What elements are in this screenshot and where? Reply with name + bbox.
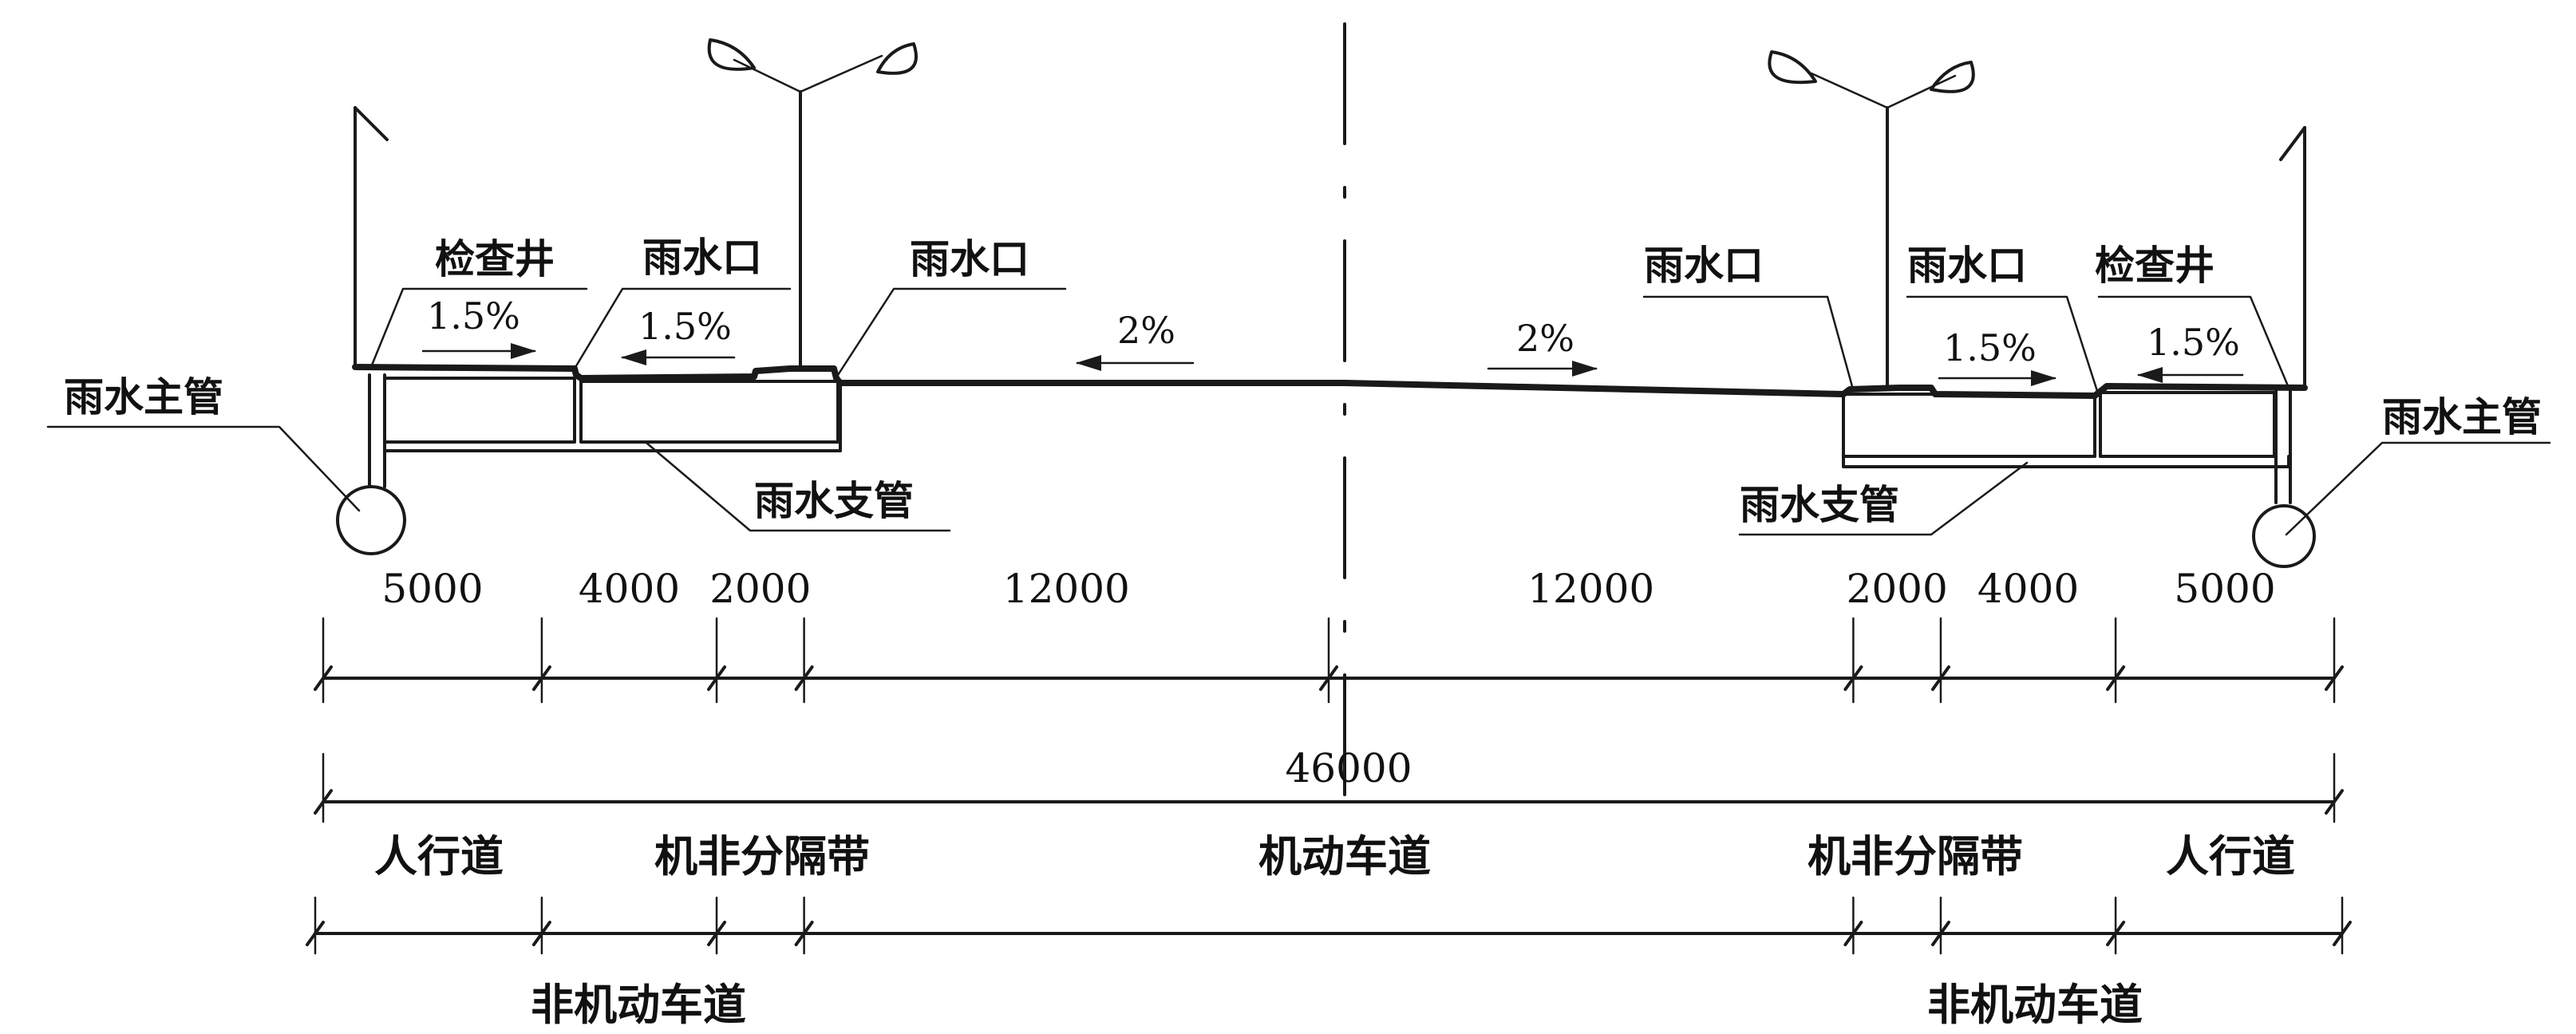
label-inlet-right-b: 雨水口 bbox=[1907, 242, 2027, 289]
arrowhead-right-icon bbox=[511, 343, 536, 359]
lamp-arm bbox=[1886, 74, 1957, 109]
label-branch-pipe-right: 雨水支管 bbox=[1740, 481, 1899, 528]
road-surface-right bbox=[1341, 380, 2308, 399]
leader-inspection-well-left bbox=[369, 287, 588, 369]
dimension-tick bbox=[306, 921, 325, 946]
zone-sidewalk-left: 人行道 bbox=[374, 831, 504, 882]
pipe-chamber-left-sidewalk bbox=[383, 377, 576, 444]
leader-inlet-right-b bbox=[1906, 295, 2099, 393]
pipe-chamber-right-bike bbox=[1842, 393, 2096, 458]
zone-bike-lane-left: 非机动车道 bbox=[531, 979, 746, 1030]
zone-separator-left: 机非分隔带 bbox=[654, 831, 870, 882]
lamp-arm bbox=[1810, 72, 1889, 109]
dimension-tick bbox=[1843, 921, 1863, 946]
leader-main-pipe-right bbox=[2285, 441, 2551, 536]
pipe-chamber-right-sidewalk bbox=[2099, 391, 2276, 458]
dimension-tick bbox=[794, 665, 814, 691]
dimension-tick bbox=[2325, 789, 2344, 815]
label-inspection-well-right: 检查井 bbox=[2095, 242, 2214, 289]
slope-label-left-carriageway: 2% bbox=[1117, 309, 1175, 352]
slope-label-right-sidewalk: 1.5% bbox=[2147, 321, 2240, 364]
main-pipe-right bbox=[2252, 504, 2316, 568]
slope-label-left-sidewalk: 1.5% bbox=[427, 294, 520, 337]
dimension-tick bbox=[794, 921, 814, 946]
dimension-tick bbox=[707, 665, 727, 691]
dimension-segment-label: 5000 bbox=[2174, 566, 2275, 612]
arrowhead-left-icon bbox=[2137, 367, 2163, 383]
dimension-segment-label: 12000 bbox=[1527, 566, 1654, 612]
arrowhead-left-icon bbox=[1076, 355, 1101, 371]
arrowhead-left-icon bbox=[621, 349, 646, 365]
dimension-tick bbox=[2106, 921, 2126, 946]
road-surface-left bbox=[352, 364, 1348, 386]
dimension-tick bbox=[314, 665, 333, 691]
slope-label-left-bike: 1.5% bbox=[638, 305, 732, 348]
slope-label-right-bike: 1.5% bbox=[1943, 326, 2037, 369]
dimension-segment-label: 4000 bbox=[579, 566, 680, 612]
leader-inlet-left-b bbox=[836, 287, 1067, 377]
label-inlet-left-b: 雨水口 bbox=[910, 235, 1029, 282]
lamp-arm bbox=[733, 58, 802, 93]
street-lamp-right-head-icon bbox=[1930, 61, 1975, 93]
leader-branch-pipe-left bbox=[645, 441, 951, 532]
dimension-lines: 5000 4000 2000 12000 12000 2000 4000 5000 bbox=[306, 566, 2352, 955]
label-branch-pipe-left: 雨水支管 bbox=[754, 477, 914, 524]
dimension-segment-label: 2000 bbox=[1847, 566, 1948, 612]
arrowhead-right-icon bbox=[2031, 370, 2056, 386]
zone-carriageway: 机动车道 bbox=[1258, 831, 1431, 882]
label-main-pipe-left: 雨水主管 bbox=[64, 373, 223, 420]
dimension-tick bbox=[314, 789, 333, 815]
leader-main-pipe-left bbox=[46, 425, 361, 512]
dimension-tick bbox=[531, 921, 551, 946]
zone-separator-right: 机非分隔带 bbox=[1808, 831, 2023, 882]
lamp-arm bbox=[799, 54, 883, 93]
leader-inlet-right-a bbox=[1642, 295, 1855, 391]
dimension-tick bbox=[1930, 921, 1950, 946]
post-left-cap bbox=[354, 106, 389, 141]
dimension-segment-label: 5000 bbox=[381, 566, 483, 612]
dimension-tick bbox=[1930, 665, 1950, 691]
branch-pipe-left-run bbox=[383, 441, 842, 452]
dimension-tick bbox=[707, 921, 727, 946]
leader-inspection-well-right bbox=[2097, 295, 2290, 389]
dimension-segment-label: 4000 bbox=[1977, 566, 2079, 612]
zone-sidewalk-right: 人行道 bbox=[2166, 831, 2295, 882]
dimension-total-label: 46000 bbox=[1285, 745, 1412, 791]
dimension-tick bbox=[2325, 665, 2344, 691]
dimension-tick bbox=[2106, 665, 2126, 691]
label-inlet-right-a: 雨水口 bbox=[1644, 242, 1764, 289]
dimension-segment-label: 12000 bbox=[1003, 566, 1130, 612]
post-right-cap bbox=[2279, 126, 2306, 161]
leader-branch-pipe-right bbox=[1738, 461, 2029, 536]
leader-inlet-left-a bbox=[573, 287, 792, 370]
dimension-tick bbox=[531, 665, 551, 691]
dimension-segment-label: 2000 bbox=[709, 566, 811, 612]
street-lamp-left-head-icon bbox=[876, 42, 918, 75]
street-lamp-right-head-icon bbox=[1768, 50, 1817, 85]
slope-label-right-carriageway: 2% bbox=[1516, 317, 1574, 360]
dimension-tick bbox=[2333, 921, 2352, 946]
arrowhead-right-icon bbox=[1572, 361, 1598, 377]
label-inspection-well-left: 检查井 bbox=[435, 235, 555, 282]
dimension-tick bbox=[1319, 665, 1338, 691]
pipe-chamber-left-bike bbox=[579, 380, 840, 444]
main-pipe-left bbox=[336, 485, 406, 555]
label-inlet-left-a: 雨水口 bbox=[642, 234, 762, 281]
street-lamp-left-head-icon bbox=[707, 38, 756, 71]
zone-bike-lane-right: 非机动车道 bbox=[1927, 979, 2143, 1030]
label-main-pipe-right: 雨水主管 bbox=[2382, 393, 2542, 440]
dimension-tick bbox=[1843, 665, 1863, 691]
